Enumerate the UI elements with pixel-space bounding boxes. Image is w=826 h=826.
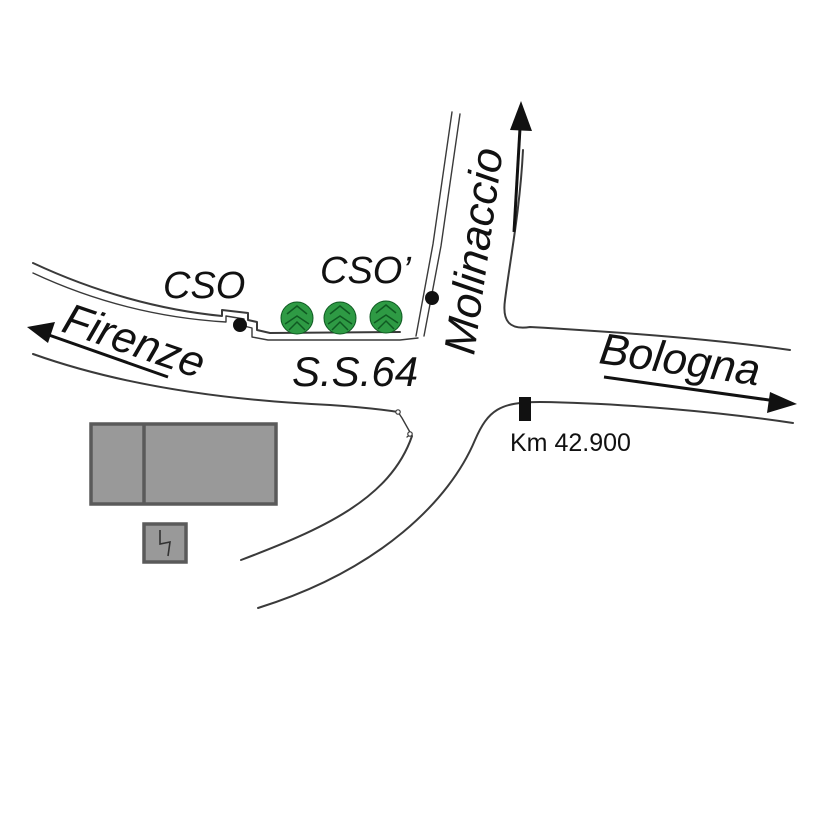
cso-prime-point-marker bbox=[425, 291, 439, 305]
tree-icon bbox=[280, 301, 314, 335]
arrow-firenze bbox=[27, 322, 169, 379]
cso-point-marker bbox=[233, 318, 247, 332]
electric-cabin bbox=[142, 522, 188, 564]
arrow-molinaccio bbox=[510, 101, 532, 233]
cso-label: CSO bbox=[163, 265, 245, 307]
lightning-icon bbox=[159, 530, 171, 557]
molinaccio-west-edge-b bbox=[423, 113, 461, 337]
arrow-bologna bbox=[603, 375, 797, 413]
ss64-north-edge-inner bbox=[32, 272, 419, 341]
km-marker-post bbox=[519, 397, 531, 421]
molinaccio-east-edge bbox=[503, 149, 791, 351]
km-marker-label: Km 42.900 bbox=[510, 429, 631, 457]
molinaccio-west-edge-a bbox=[415, 111, 453, 337]
molinaccio-label: Molinaccio bbox=[435, 145, 512, 358]
bologna-south-edge bbox=[257, 401, 794, 609]
cso-prime-label: CSO’ bbox=[320, 250, 411, 292]
road-name-label: S.S.64 bbox=[292, 348, 418, 395]
bologna-label: Bologna bbox=[597, 324, 764, 395]
building-main bbox=[89, 422, 278, 506]
ss64-north-edge-outer bbox=[32, 262, 401, 334]
tree-icon bbox=[323, 301, 357, 335]
side-road-inner-edge bbox=[240, 435, 413, 561]
direction-arrows bbox=[27, 101, 797, 413]
buildings bbox=[89, 422, 278, 564]
tree-icon bbox=[369, 300, 403, 334]
tree-row bbox=[280, 300, 403, 335]
ss64-south-edge bbox=[32, 353, 399, 413]
